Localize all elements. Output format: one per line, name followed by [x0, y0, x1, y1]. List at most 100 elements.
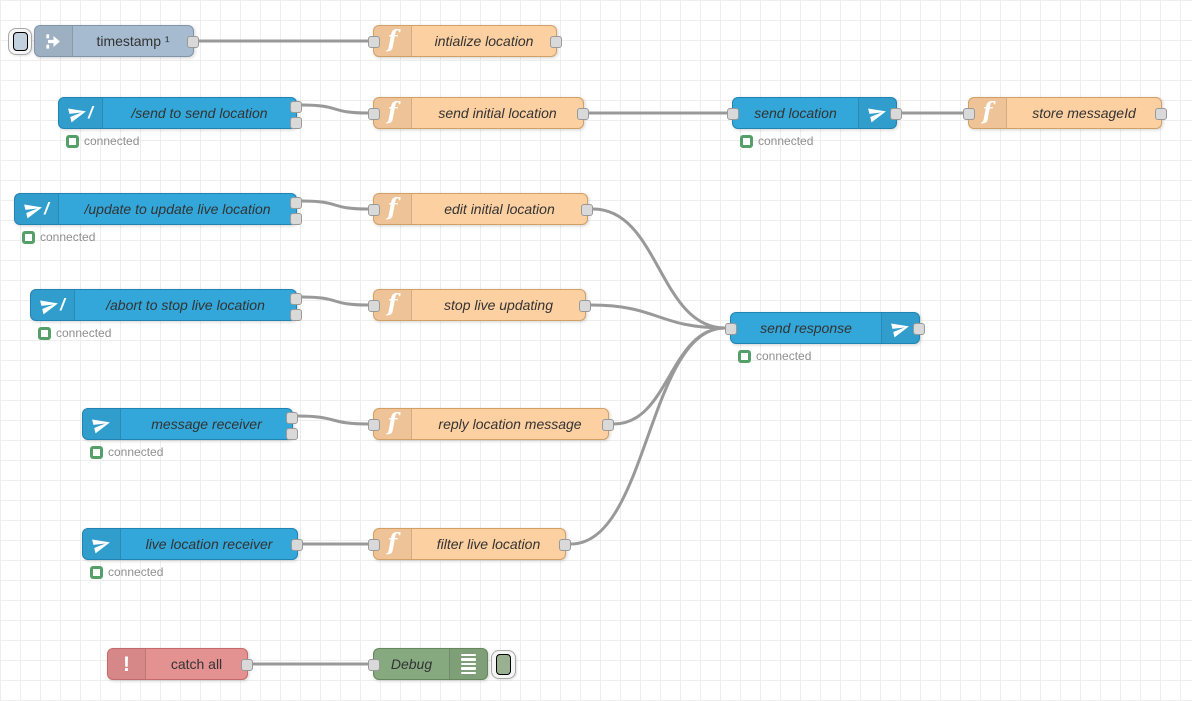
node-send-response[interactable]: send response	[725, 312, 925, 344]
debug-output-icon	[449, 649, 487, 679]
node-label: stop live updating	[444, 297, 553, 313]
output-port-2[interactable]	[286, 428, 298, 440]
node-store-messageid[interactable]: f store messageId	[963, 97, 1167, 129]
output-port[interactable]	[913, 323, 925, 335]
node-live-location-receiver[interactable]: live location receiver	[82, 528, 303, 560]
telegram-icon	[858, 98, 896, 128]
function-icon: f	[374, 98, 412, 128]
input-port[interactable]	[725, 323, 737, 335]
output-port-2[interactable]	[290, 213, 302, 225]
node-timestamp-inject[interactable]: timestamp ¹	[34, 25, 199, 57]
node-label: message receiver	[151, 416, 262, 432]
output-port[interactable]	[890, 108, 902, 120]
wire[interactable]	[296, 414, 370, 426]
node-abort-command[interactable]: / /abort to stop live location	[30, 289, 302, 321]
output-port[interactable]	[559, 539, 571, 551]
node-filter-live-location[interactable]: f filter live location	[368, 528, 571, 560]
output-port-2[interactable]	[290, 117, 302, 129]
status-ring-icon	[740, 134, 753, 148]
telegram-command-icon: /	[15, 194, 59, 224]
output-port[interactable]	[602, 419, 614, 431]
input-port[interactable]	[368, 419, 380, 431]
status-ring-icon	[22, 230, 35, 244]
output-port[interactable]	[291, 539, 303, 551]
output-port[interactable]	[1155, 108, 1167, 120]
function-icon: f	[374, 26, 412, 56]
output-port[interactable]	[550, 36, 562, 48]
input-port[interactable]	[727, 108, 739, 120]
node-label: /update to update live location	[84, 201, 271, 217]
node-label: /abort to stop live location	[106, 297, 265, 313]
catch-exclamation-icon: !	[108, 649, 146, 679]
node-send-command[interactable]: / /send to send location	[58, 97, 302, 129]
node-label: store messageId	[1032, 105, 1136, 121]
wire[interactable]	[569, 326, 727, 546]
node-label: send initial location	[438, 105, 557, 121]
debug-toggle-button[interactable]	[491, 650, 516, 679]
node-reply-location-message[interactable]: f reply location message	[368, 408, 614, 440]
status-badge: connected	[90, 445, 163, 459]
input-port[interactable]	[368, 36, 380, 48]
telegram-icon	[881, 313, 919, 343]
node-label: Debug	[390, 656, 433, 672]
inject-button[interactable]	[8, 28, 32, 55]
wire[interactable]	[612, 326, 727, 426]
node-label: send location	[754, 105, 837, 121]
status-badge: connected	[738, 349, 811, 363]
input-port[interactable]	[963, 108, 975, 120]
function-icon: f	[374, 194, 412, 224]
node-edit-initial-location[interactable]: f edit initial location	[368, 193, 593, 225]
node-label: /send to send location	[131, 105, 268, 121]
output-port[interactable]	[581, 204, 593, 216]
status-ring-icon	[90, 565, 103, 579]
node-send-location[interactable]: send location	[727, 97, 902, 129]
node-label: catch all	[170, 656, 223, 672]
node-message-receiver[interactable]: message receiver	[82, 408, 298, 440]
input-port[interactable]	[368, 204, 380, 216]
status-badge: connected	[66, 134, 139, 148]
node-label: timestamp ¹	[96, 33, 170, 49]
output-port-1[interactable]	[286, 412, 298, 424]
status-ring-icon	[738, 349, 751, 363]
function-icon: f	[374, 290, 412, 320]
telegram-icon	[83, 529, 121, 559]
node-catch-all[interactable]: ! catch all	[107, 648, 253, 680]
node-label: live location receiver	[145, 536, 273, 552]
status-badge: connected	[90, 565, 163, 579]
node-send-initial-location[interactable]: f send initial location	[368, 97, 589, 129]
output-port[interactable]	[579, 300, 591, 312]
output-port[interactable]	[577, 108, 589, 120]
output-port-2[interactable]	[290, 309, 302, 321]
wire[interactable]	[591, 207, 727, 330]
input-port[interactable]	[368, 539, 380, 551]
node-stop-live-updating[interactable]: f stop live updating	[368, 289, 591, 321]
output-port-1[interactable]	[290, 101, 302, 113]
telegram-command-icon: /	[31, 290, 75, 320]
output-port-1[interactable]	[290, 197, 302, 209]
input-port[interactable]	[368, 659, 380, 671]
wire[interactable]	[300, 199, 370, 211]
status-ring-icon	[38, 326, 51, 340]
node-update-command[interactable]: / /update to update live location	[14, 193, 302, 225]
node-debug[interactable]: Debug	[368, 648, 488, 680]
input-port[interactable]	[368, 108, 380, 120]
wire[interactable]	[300, 103, 370, 115]
node-label: edit initial location	[444, 201, 555, 217]
node-label: send response	[760, 320, 852, 336]
inject-button-face	[12, 32, 28, 51]
node-label: intialize location	[434, 33, 534, 49]
wire[interactable]	[589, 303, 727, 330]
inject-arrow-icon	[35, 26, 73, 56]
input-port[interactable]	[368, 300, 380, 312]
wire[interactable]	[300, 295, 370, 307]
output-port-1[interactable]	[290, 293, 302, 305]
node-initialize-location[interactable]: f intialize location	[368, 25, 562, 57]
status-badge: connected	[22, 230, 95, 244]
telegram-icon	[83, 409, 121, 439]
output-port[interactable]	[187, 36, 199, 48]
output-port[interactable]	[241, 659, 253, 671]
function-icon: f	[969, 98, 1007, 128]
status-ring-icon	[66, 134, 79, 148]
